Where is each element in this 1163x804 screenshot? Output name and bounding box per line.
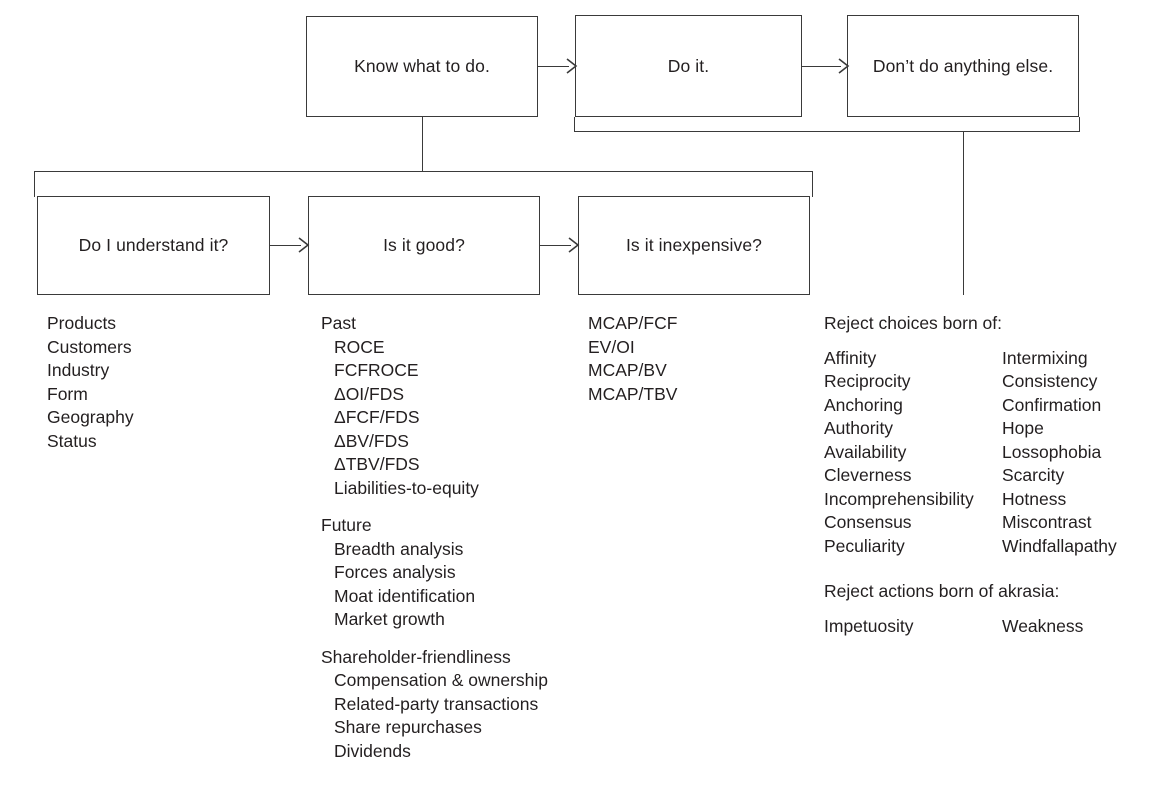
list-item: Compensation & ownership — [334, 670, 549, 690]
list-item: Consensus — [824, 512, 912, 532]
list-item: Breadth analysis — [334, 538, 464, 559]
list-row: Affinity Intermixing — [824, 347, 1117, 371]
list-row: Impetuosity Weakness — [824, 615, 1083, 639]
list-item: ΔFCF/FDS — [334, 407, 420, 427]
arrow-good-to-inexpensive-shaft — [540, 245, 571, 246]
list-item: Related-party transactions — [334, 693, 539, 714]
list-reject-actions: Reject actions born of akrasia: Impetuos… — [824, 580, 1083, 638]
list-row: Consensus Miscontrast — [824, 511, 1117, 535]
node-label: Is it good? — [383, 235, 465, 255]
list-item: Scarcity — [1002, 465, 1065, 485]
arrow-understand-to-good-shaft — [270, 245, 301, 246]
group-heading-shareholder-friendliness: Shareholder-friendliness — [321, 646, 511, 667]
list-item: Weakness — [1002, 615, 1084, 636]
node-is-it-inexpensive[interactable]: Is it inexpensive? — [578, 196, 810, 295]
list-item: MCAP/TBV — [588, 383, 678, 404]
list-item: Geography — [47, 407, 134, 427]
reject-actions-heading: Reject actions born of akrasia: — [824, 581, 1060, 601]
list-item: Lossophobia — [1002, 441, 1102, 462]
arrow-know-to-do-shaft — [538, 66, 569, 67]
group-spacer — [321, 500, 548, 514]
list-item: Hope — [1002, 418, 1044, 438]
list-item: Status — [47, 430, 97, 451]
node-dont-do-anything-else[interactable]: Don’t do anything else. — [847, 15, 1079, 117]
list-item: Moat identification — [334, 585, 476, 606]
list-item: Consistency — [1002, 371, 1098, 391]
list-item: Anchoring — [824, 394, 903, 415]
list-item: Intermixing — [1002, 347, 1088, 368]
group-spacer — [321, 632, 548, 646]
list-item: EV/OI — [588, 336, 635, 357]
list-item: Customers — [47, 336, 132, 357]
connector-row1-bracket-right-stub — [1079, 117, 1080, 132]
list-item: Liabilities-to-equity — [334, 477, 479, 498]
list-row: Authority Hope — [824, 417, 1117, 441]
node-do-it[interactable]: Do it. — [575, 15, 802, 117]
node-label: Do I understand it? — [78, 235, 229, 255]
list-item: ΔOI/FDS — [334, 383, 405, 404]
list-item: Availability — [824, 441, 907, 462]
group-heading-past: Past — [321, 313, 357, 333]
connector-row1-bracket-bottom — [574, 131, 1080, 132]
heading-spacer — [824, 336, 1117, 347]
list-is-it-good: Past ROCE FCFROCE ΔOI/FDS ΔFCF/FDS ΔBV/F… — [321, 312, 548, 763]
connector-row2-bracket-right-stub — [812, 171, 813, 197]
list-do-i-understand-it: Products Customers Industry Form Geograp… — [47, 312, 134, 453]
node-label: Don’t do anything else. — [872, 55, 1054, 76]
list-item: Confirmation — [1002, 394, 1102, 415]
node-know-what-to-do[interactable]: Know what to do. — [306, 16, 538, 117]
node-is-it-good[interactable]: Is it good? — [308, 196, 540, 295]
list-item: Dividends — [334, 740, 411, 761]
list-item: ΔBV/FDS — [334, 430, 409, 451]
node-label: Is it inexpensive? — [625, 235, 763, 255]
list-row: Availability Lossophobia — [824, 441, 1117, 465]
connector-row2-bracket-top — [34, 171, 813, 172]
reject-choices-heading: Reject choices born of: — [824, 313, 1003, 333]
list-item: Hotness — [1002, 488, 1067, 509]
list-is-it-inexpensive: MCAP/FCF EV/OI MCAP/BV MCAP/TBV — [588, 312, 677, 406]
list-item: Miscontrast — [1002, 512, 1092, 532]
connector-know-drop — [422, 117, 423, 172]
list-row: Incomprehensibility Hotness — [824, 488, 1117, 512]
list-item: FCFROCE — [334, 360, 419, 380]
node-do-i-understand-it[interactable]: Do I understand it? — [37, 196, 270, 295]
list-row: Anchoring Confirmation — [824, 394, 1117, 418]
connector-row2-bracket-left-stub — [34, 171, 35, 197]
connector-reject-drop — [963, 131, 964, 295]
list-item: Affinity — [824, 347, 877, 368]
list-item: Windfallapathy — [1002, 535, 1117, 556]
list-reject-choices: Reject choices born of: Affinity Intermi… — [824, 312, 1117, 558]
list-row: Cleverness Scarcity — [824, 464, 1117, 488]
group-heading-future: Future — [321, 515, 372, 535]
list-item: Reciprocity — [824, 371, 911, 391]
list-item: Market growth — [334, 609, 445, 629]
list-item: Cleverness — [824, 465, 912, 485]
list-item: ΔTBV/FDS — [334, 454, 420, 474]
list-item: MCAP/FCF — [588, 313, 678, 333]
list-item: Forces analysis — [334, 562, 456, 582]
arrow-do-to-dont-shaft — [802, 66, 841, 67]
list-row: Reciprocity Consistency — [824, 370, 1117, 394]
connector-row1-bracket-left-stub — [574, 117, 575, 132]
list-item: Peculiarity — [824, 535, 905, 556]
list-item: Incomprehensibility — [824, 488, 974, 509]
list-item: MCAP/BV — [588, 360, 667, 380]
node-label: Do it. — [667, 55, 710, 76]
list-item: Industry — [47, 360, 110, 380]
heading-spacer — [824, 604, 1083, 615]
list-item: ROCE — [334, 336, 385, 357]
list-item: Products — [47, 313, 117, 333]
list-row: Peculiarity Windfallapathy — [824, 535, 1117, 559]
node-label: Know what to do. — [354, 56, 490, 76]
list-item: Authority — [824, 418, 894, 438]
list-item: Impetuosity — [824, 615, 914, 636]
list-item: Form — [47, 383, 88, 404]
list-item: Share repurchases — [334, 717, 482, 737]
